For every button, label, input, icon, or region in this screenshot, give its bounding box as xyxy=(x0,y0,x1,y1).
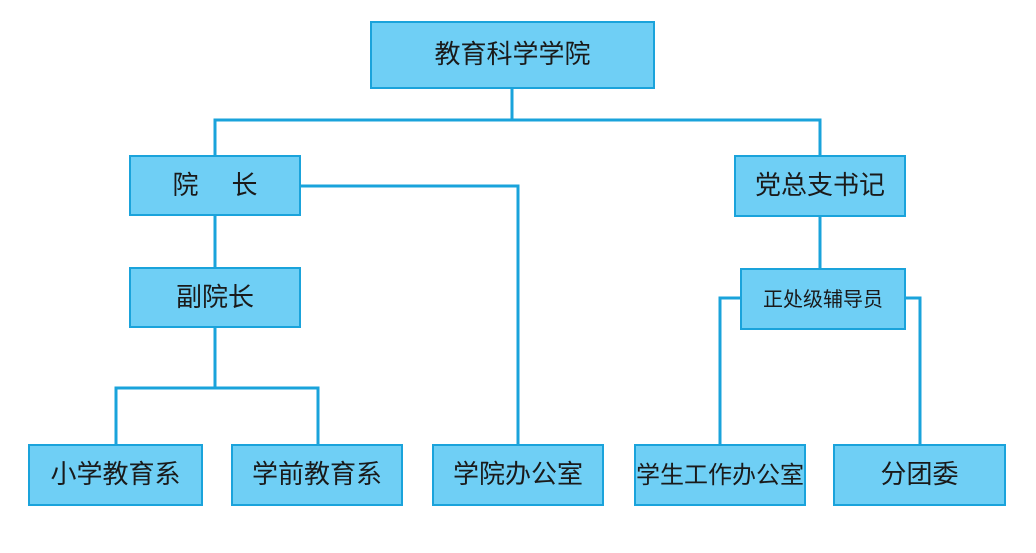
node-preschool-education-dept: 学前教育系 xyxy=(231,444,403,506)
node-vice-dean: 副院长 xyxy=(129,267,301,328)
node-primary-education-dept: 小学教育系 xyxy=(28,444,203,506)
node-dean: 院 长 xyxy=(129,155,301,216)
node-college-office: 学院办公室 xyxy=(432,444,604,506)
node-party-secretary: 党总支书记 xyxy=(734,155,906,217)
connector-counselor-to-student xyxy=(718,296,742,446)
node-student-affairs-office: 学生工作办公室 xyxy=(634,444,806,506)
node-college: 教育科学学院 xyxy=(370,21,655,89)
node-counselor: 正处级辅导员 xyxy=(740,268,906,330)
node-youth-league: 分团委 xyxy=(833,444,1006,506)
connector-dean-to-office xyxy=(299,184,520,446)
connector-counselor-to-league xyxy=(904,296,922,446)
